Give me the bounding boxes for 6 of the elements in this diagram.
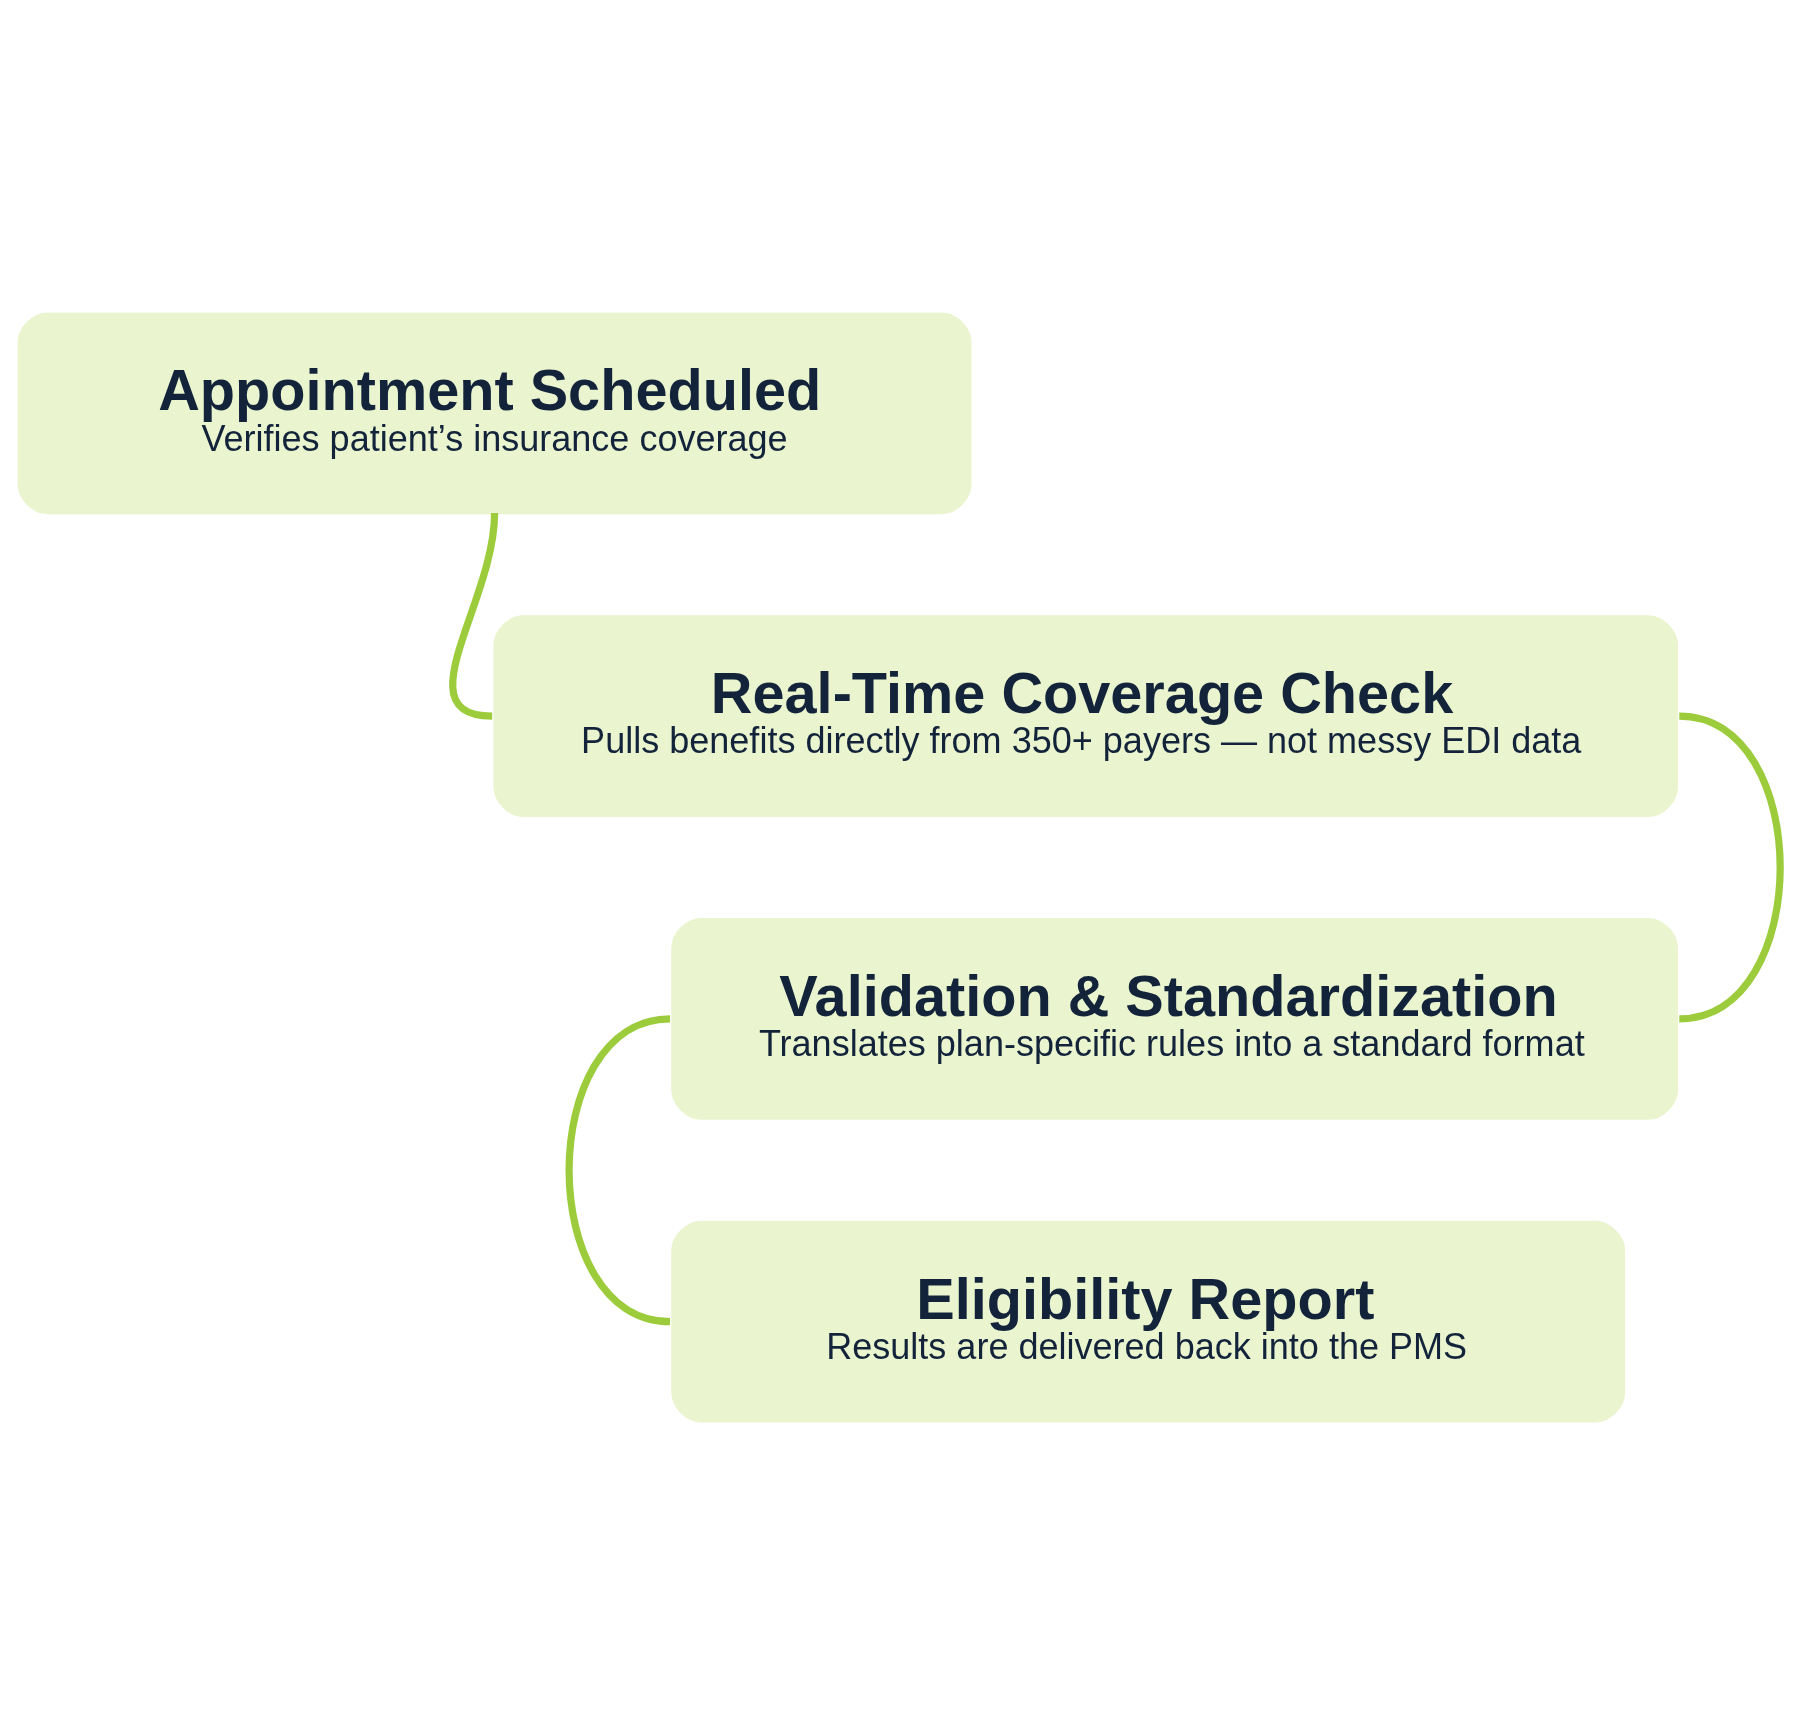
node-box: Appointment Scheduled Verifies patient’s insurance coverage	[17, 311, 972, 514]
node-box: Eligibility Report Results are delivered back into the PMS	[670, 1220, 1625, 1423]
connector	[1678, 712, 1784, 1022]
node-box: Validation & Standardization Translates plan-specific rules into a standard format	[670, 917, 1678, 1120]
node-box: Real-Time Coverage Check Pulls benefits directly from 350+ payers — not messy EDI data	[492, 614, 1678, 817]
connector	[565, 1014, 671, 1325]
